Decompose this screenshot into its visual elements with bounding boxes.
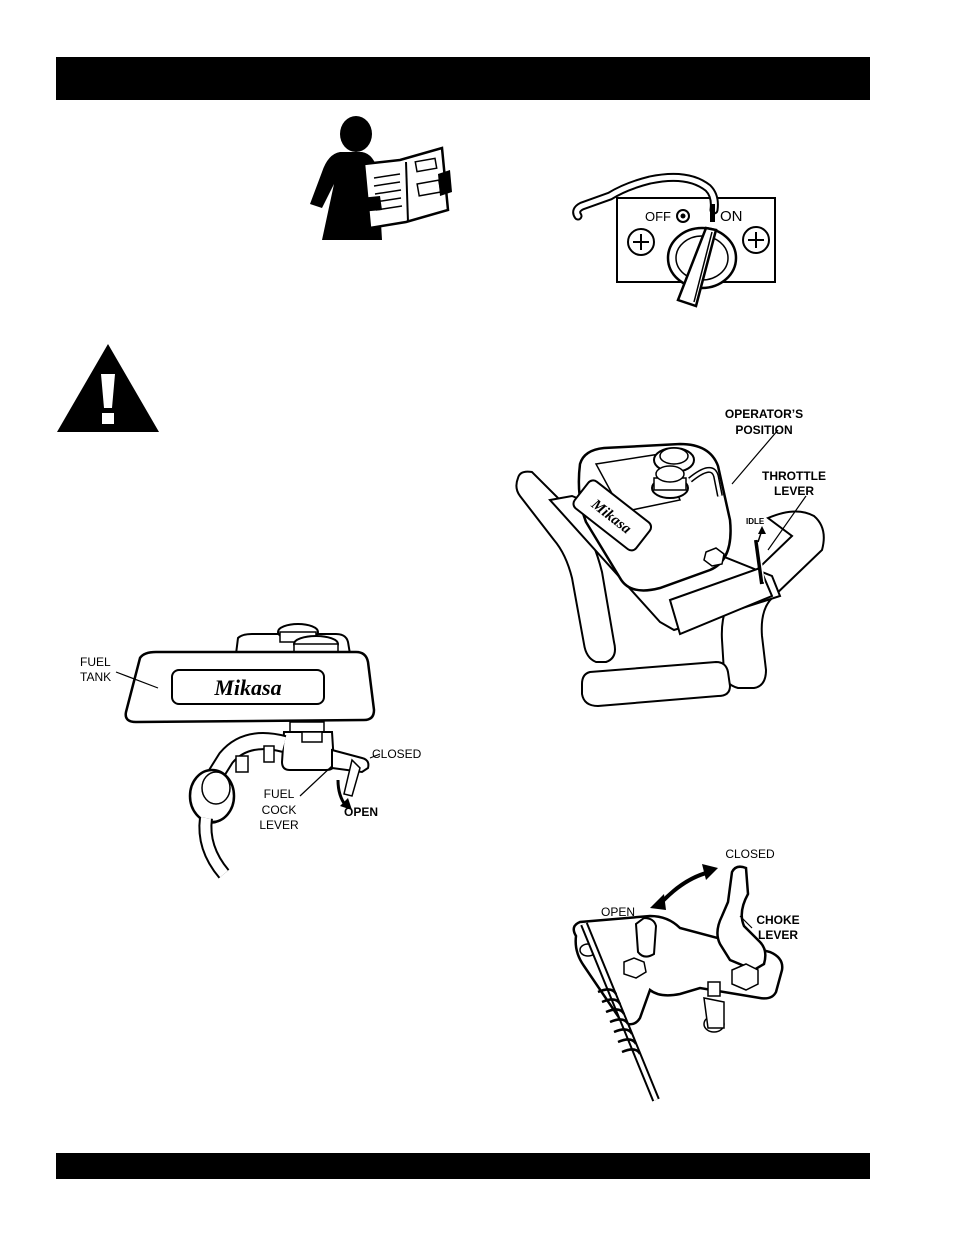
operator-position-label-line2: POSITION <box>735 423 792 437</box>
fuel-tank-figure: Mikasa FUEL TANK CLOSED FUEL COCK LEVER … <box>76 618 432 880</box>
footer-bar <box>56 1153 870 1179</box>
fuel-tank-label-line2: TANK <box>80 670 111 684</box>
ignition-switch-figure: OFF ON <box>570 170 780 310</box>
on-label: ON <box>720 208 743 225</box>
fuel-tank-label-line1: FUEL <box>80 655 111 669</box>
fuel-open-label: OPEN <box>344 805 378 819</box>
throttle-lever-label-line2: LEVER <box>774 484 814 498</box>
fuel-cock-label-line3: LEVER <box>259 818 299 832</box>
operator-position-label-line1: OPERATOR’S <box>725 407 803 421</box>
header-bar <box>56 57 870 100</box>
fuel-cock-label-line2: COCK <box>262 803 297 817</box>
choke-lever-label-line1: CHOKE <box>756 913 799 927</box>
warning-icon <box>55 342 161 434</box>
read-manual-icon <box>300 112 460 242</box>
fuel-brand-logo: Mikasa <box>213 675 281 700</box>
choke-lever-label-line2: LEVER <box>758 928 798 942</box>
off-label: OFF <box>645 209 671 224</box>
throttle-lever-label-line1: THROTTLE <box>762 469 826 483</box>
throttle-figure: Mikasa OPERATOR’S POSITION THROTTLE LEVE… <box>510 400 840 720</box>
choke-open-label: OPEN <box>601 905 635 919</box>
choke-figure: CLOSED OPEN CHOKE LEVER <box>560 842 820 1108</box>
choke-closed-label: CLOSED <box>725 847 775 861</box>
idle-label: IDLE <box>746 517 765 526</box>
fuel-closed-label: CLOSED <box>372 747 422 761</box>
fuel-cock-label-line1: FUEL <box>264 787 295 801</box>
